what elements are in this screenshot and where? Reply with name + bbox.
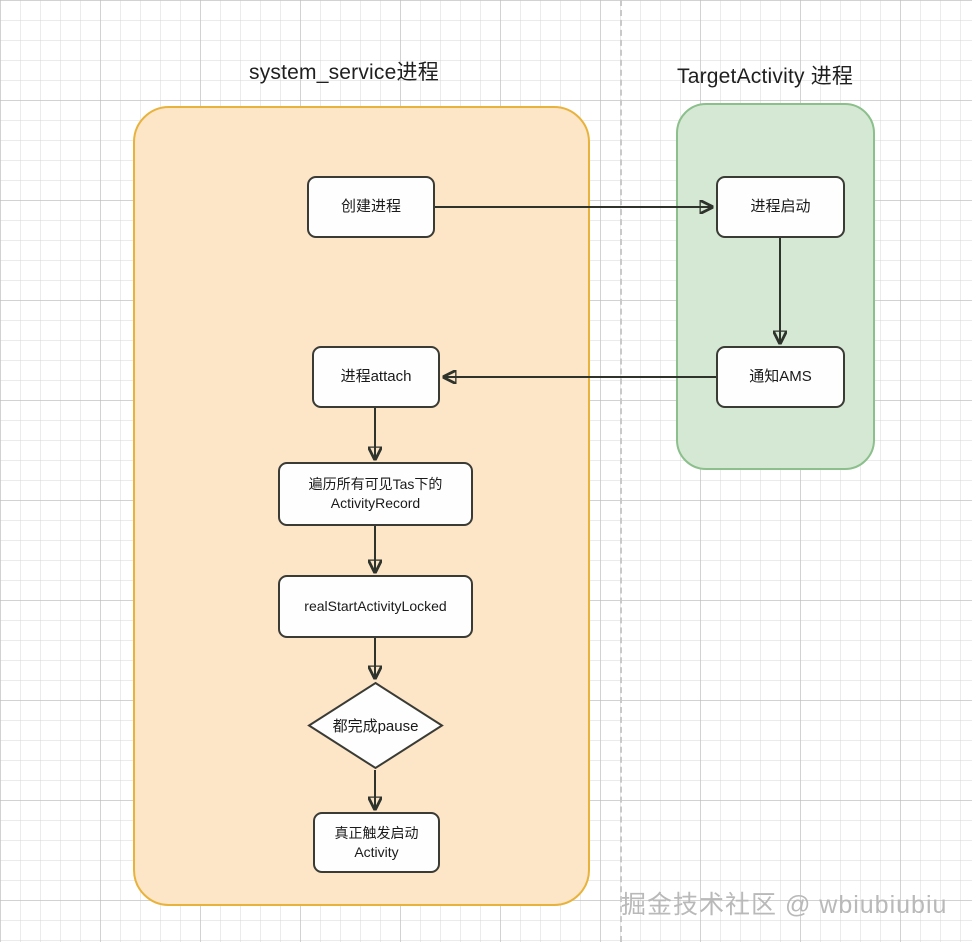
node-process-attach[interactable]: 进程attach bbox=[312, 346, 440, 408]
watermark: 掘金技术社区 @ wbiubiubiu bbox=[621, 891, 948, 919]
swimlane-title-target-activity: TargetActivity 进程 bbox=[677, 65, 854, 88]
node-notify-ams[interactable]: 通知AMS bbox=[716, 346, 845, 408]
node-all-paused-label: 都完成pause bbox=[332, 718, 419, 735]
node-process-start[interactable]: 进程启动 bbox=[716, 176, 845, 238]
vertical-guide-line bbox=[620, 0, 622, 942]
node-create-process[interactable]: 创建进程 bbox=[307, 176, 435, 238]
swimlane-target-activity bbox=[676, 103, 875, 470]
diamond-shape bbox=[307, 681, 444, 770]
node-trigger-activity[interactable]: 真正触发启动Activity bbox=[313, 812, 440, 873]
node-traverse-activity-records[interactable]: 遍历所有可见Tas下的 ActivityRecord bbox=[278, 462, 473, 526]
node-real-start-activity-locked[interactable]: realStartActivityLocked bbox=[278, 575, 473, 638]
node-all-paused-decision[interactable]: 都完成pause bbox=[307, 681, 444, 770]
swimlane-title-system-service: system_service进程 bbox=[249, 61, 439, 84]
